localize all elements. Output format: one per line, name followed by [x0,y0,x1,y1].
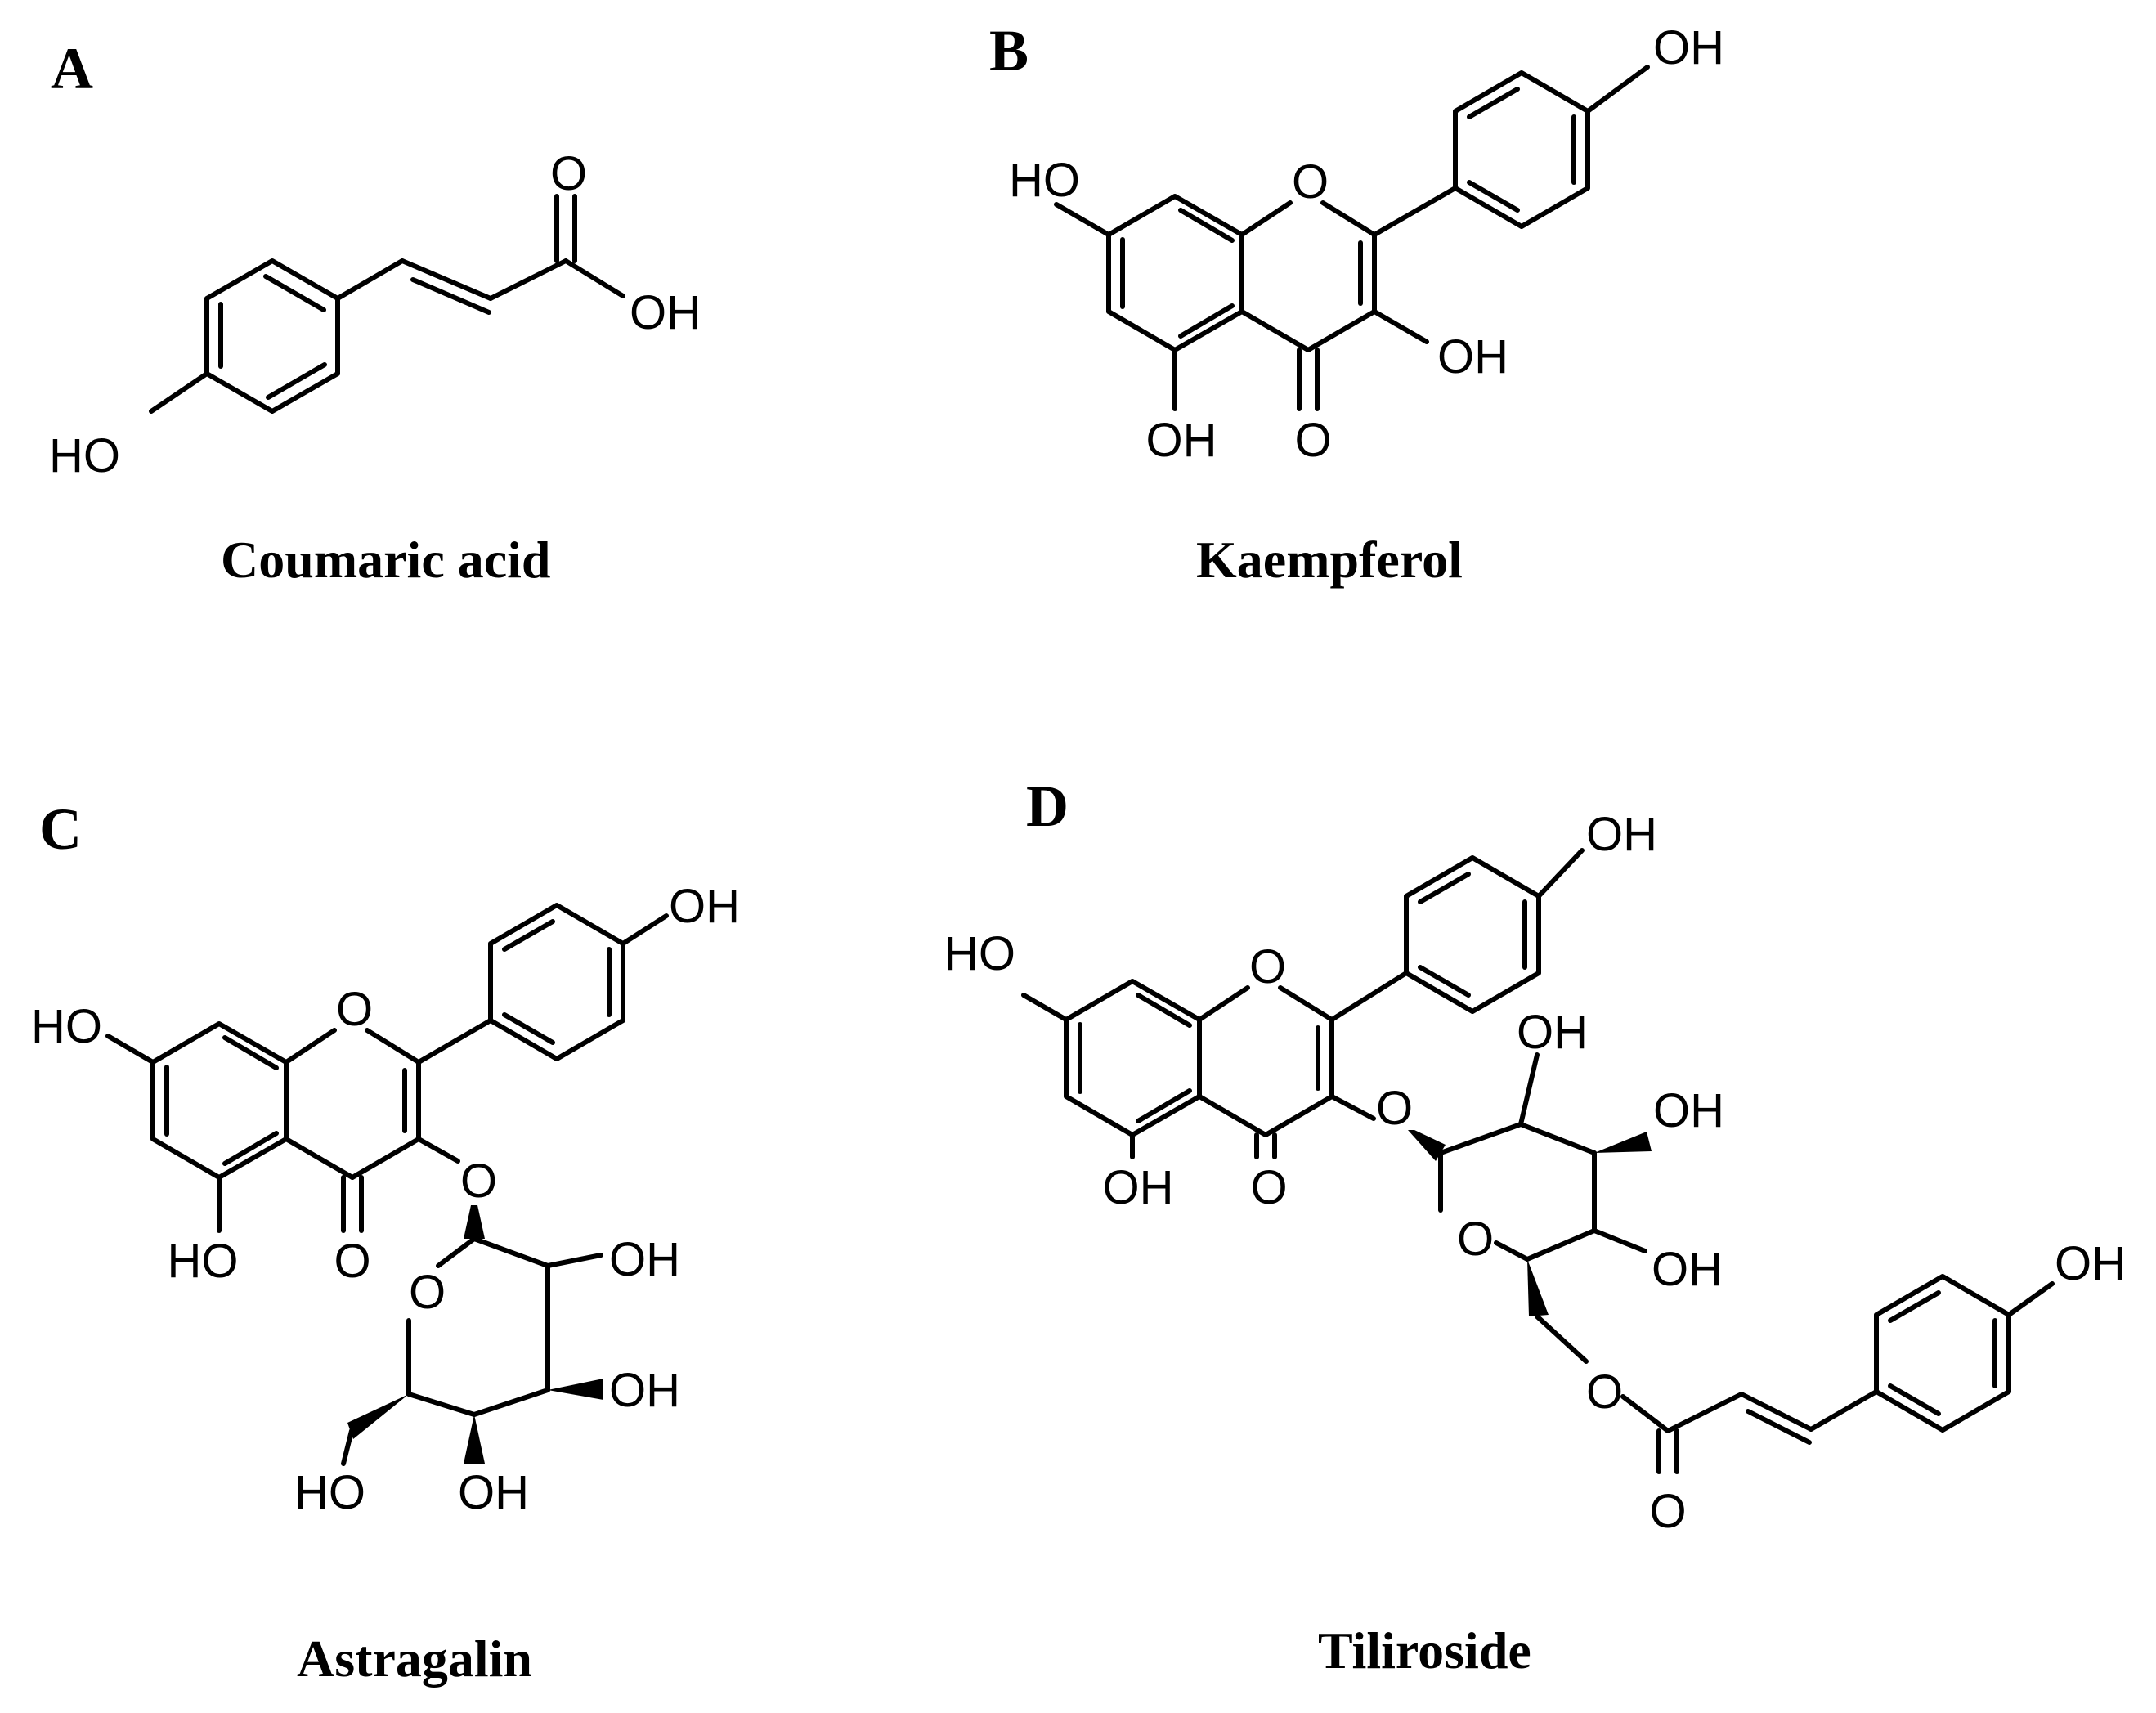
kaempferol-4prime-oh: OH [1653,21,1724,74]
coumaric-ho-label: HO [49,429,120,482]
panel-d-name: Tiliroside [1318,1621,1531,1679]
tiliroside-4prime-oh: OH [1586,808,1657,861]
coumaric-acid-structure: HO O OH [49,147,701,482]
tiliroside-7-oh: HO [944,927,1015,980]
coumaric-carbonyl-o: O [550,147,587,200]
tiliroside-coumaroyl-oh: OH [2055,1237,2126,1290]
astragalin-sugar-4-oh: OH [458,1466,529,1519]
panel-b: B O O OH OH HO [989,18,1724,589]
panel-a: A HO O OH Coumaric acid [49,36,701,589]
astragalin-ring-o: O [336,983,373,1036]
astragalin-carbonyl-o: O [334,1235,370,1288]
astragalin-glycoside-o: O [460,1155,497,1208]
panel-c: C O O HO HO [31,796,740,1688]
astragalin-7-oh: HO [31,1000,102,1053]
panel-a-label: A [51,36,93,101]
panel-b-label: B [989,18,1029,83]
panel-d-label: D [1026,774,1069,839]
kaempferol-ring-o: O [1292,155,1329,209]
panel-b-name: Kaempferol [1196,531,1463,589]
kaempferol-7-oh: HO [1009,154,1080,207]
tiliroside-ring-o: O [1249,940,1286,993]
tiliroside-structure: O O OH HO OH O O [944,808,2126,1538]
kaempferol-structure: O O OH OH HO OH [1009,21,1724,467]
panel-a-name: Coumaric acid [221,531,551,589]
astragalin-structure: O O HO HO OH O O [31,880,740,1519]
tiliroside-carbonyl-o: O [1250,1161,1287,1214]
kaempferol-5-oh: OH [1146,414,1217,467]
panel-d: D O O OH HO [944,774,2126,1679]
tiliroside-ester-o: O [1586,1365,1623,1419]
tiliroside-sugar-3-oh: OH [1653,1084,1724,1137]
tiliroside-sugar-2-oh: OH [1517,1006,1588,1059]
tiliroside-ester-carbonyl-o: O [1649,1485,1686,1538]
panel-c-name: Astragalin [297,1630,532,1688]
astragalin-sugar-2-oh: OH [609,1233,680,1286]
astragalin-4prime-oh: OH [669,880,740,933]
tiliroside-5-oh: OH [1103,1161,1174,1214]
astragalin-sugar-o: O [409,1266,446,1319]
kaempferol-3-oh: OH [1437,330,1508,383]
tiliroside-sugar-4-oh: OH [1652,1243,1723,1296]
tiliroside-sugar-o: O [1457,1213,1494,1266]
astragalin-sugar-3-oh: OH [609,1364,680,1417]
coumaric-oh-label: OH [630,286,701,339]
astragalin-5-oh: HO [168,1235,239,1288]
tiliroside-glycoside-o: O [1376,1082,1413,1135]
astragalin-ch2oh: HO [294,1466,365,1519]
kaempferol-carbonyl-o: O [1294,414,1331,467]
panel-c-label: C [39,796,82,862]
